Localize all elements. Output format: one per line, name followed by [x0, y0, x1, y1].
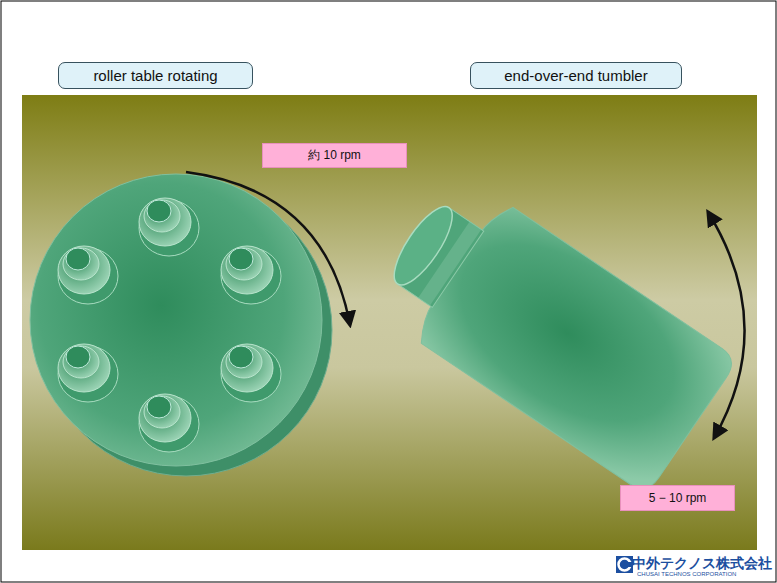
- section-header: roller table rotating: [58, 62, 253, 89]
- tumble-arrow: [708, 212, 745, 438]
- company-name-en: CHUSAI TECHNOS CORPORATION: [637, 571, 736, 577]
- node-text: 5 − 10 rpm: [649, 491, 707, 505]
- roller-disk: [30, 174, 332, 476]
- node-text: end-over-end tumbler: [504, 67, 647, 84]
- tumbler-bottle: [364, 169, 738, 496]
- speed-label: 5 − 10 rpm: [620, 485, 735, 511]
- section-header: end-over-end tumbler: [470, 62, 682, 89]
- bottle-caps: [58, 198, 281, 452]
- node-text: 約 10 rpm: [308, 147, 361, 164]
- logo-icon: [616, 556, 633, 573]
- rotation-arrow: [186, 172, 350, 325]
- speed-label: 約 10 rpm: [262, 143, 407, 168]
- background-band: [22, 95, 757, 550]
- node-text: roller table rotating: [93, 67, 217, 84]
- company-name: 中外テクノス株式会社: [632, 555, 772, 573]
